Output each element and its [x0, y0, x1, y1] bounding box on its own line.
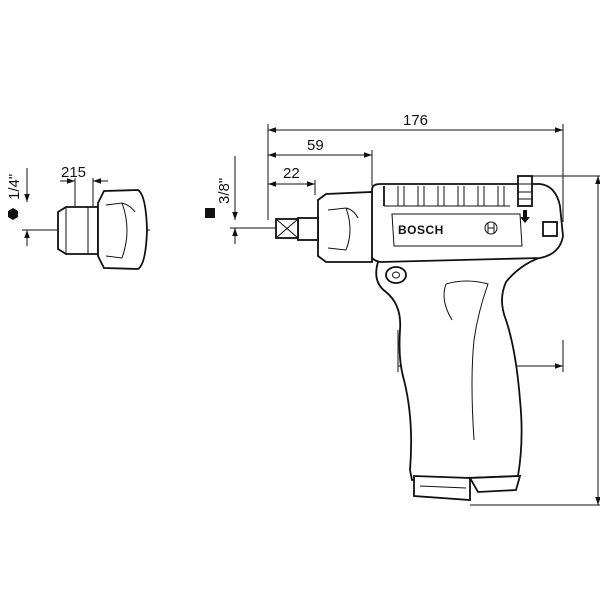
dim-nose-length-label: 59 [307, 137, 324, 154]
housing-ribs [383, 186, 510, 207]
direction-arrow-icon [520, 210, 530, 223]
brand-emblem-icon [484, 221, 498, 235]
square-drive-size-label: 3/8" [216, 178, 233, 204]
nose-housing [317, 191, 373, 263]
hex-drive-size-label: 1/4" [6, 174, 23, 200]
hex-chuck-collar [57, 206, 99, 255]
hex-chuck-head [97, 189, 148, 270]
square-drive-size-callout: 3/8" [205, 156, 276, 244]
dim-hex-chuck-length: 215 [61, 164, 86, 181]
handle-base [413, 475, 471, 501]
dim-square-drive-length: 22 [268, 165, 315, 187]
tool-housing [367, 183, 564, 263]
dim-overall-length-label: 176 [403, 112, 428, 129]
dim-square-drive-length-label: 22 [283, 165, 300, 182]
dim-overall-length: 176 [268, 112, 563, 133]
hex-chuck-attachment: 1/4" 215 [6, 164, 150, 270]
brand-logo: BOSCH [398, 223, 444, 237]
hex-drive-icon [8, 208, 18, 220]
handle-grip-contour [445, 280, 489, 441]
rear-air-inlet [542, 221, 558, 237]
housing-panel [391, 213, 523, 247]
reverse-switch [517, 175, 533, 207]
extension-lines [267, 124, 600, 506]
dim-nose-length: 59 [268, 137, 372, 158]
anvil-collar [297, 217, 319, 241]
square-drive-icon [205, 208, 215, 218]
trigger-button [385, 266, 407, 284]
